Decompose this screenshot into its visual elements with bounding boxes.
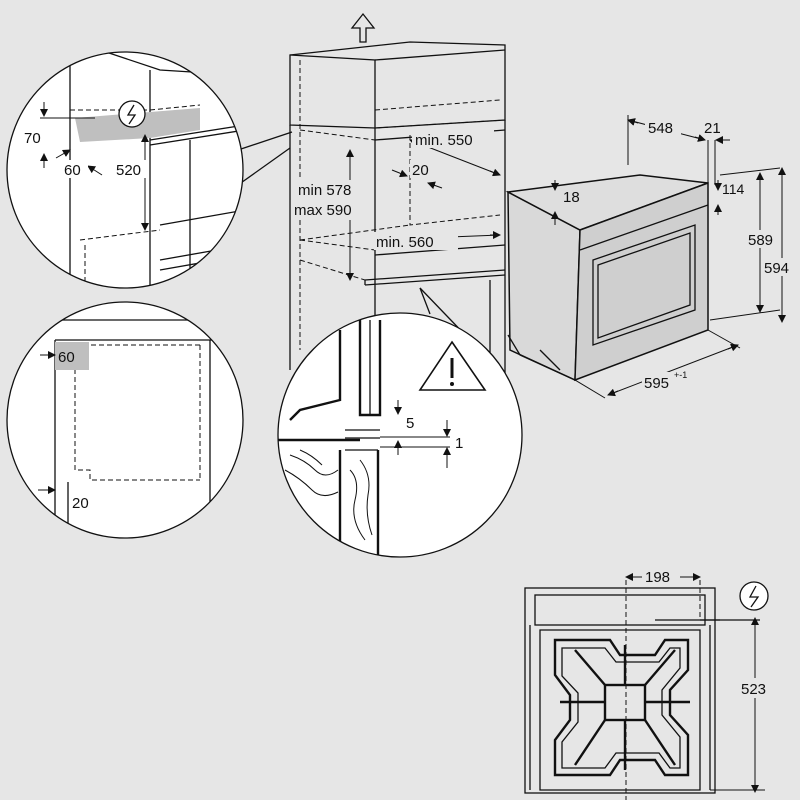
oven-drawing <box>505 174 709 382</box>
detail-circle-top: 70 60 520 <box>6 51 244 289</box>
cabinet-dimensions: min. 550 20 min 578 max 590 min. 560 <box>294 130 501 281</box>
electrical-connection-icon <box>118 100 146 128</box>
dim-60-lower-label: 60 <box>58 349 75 366</box>
depth-20-label: 20 <box>412 162 429 179</box>
hob-top-view: 198 523 <box>524 567 776 800</box>
dim-60-top-label: 60 <box>64 162 81 179</box>
min-550-label: min. 550 <box>415 132 473 149</box>
oven-21-label: 21 <box>704 120 721 137</box>
hob-198-label: 198 <box>645 569 670 586</box>
dim-70-label: 70 <box>24 130 41 147</box>
dim-20-lower-label: 20 <box>72 495 89 512</box>
hob-grate <box>553 638 690 777</box>
electrical-connection-icon <box>739 581 769 611</box>
min-560-label: min. 560 <box>376 234 434 251</box>
min-578-label: min 578 <box>298 182 351 199</box>
oven-18-label: 18 <box>563 189 580 206</box>
detail-circle-gap: 5 1 <box>277 312 523 558</box>
dim-520-label: 520 <box>116 162 141 179</box>
max-590-label: max 590 <box>294 202 352 219</box>
warning-icon <box>418 340 487 391</box>
gap-5-label: 5 <box>406 415 414 432</box>
oven-594-label: 594 <box>764 260 789 277</box>
oven-548-label: 548 <box>648 120 673 137</box>
arrow-up-icon <box>350 12 376 43</box>
oven-595-tolerance: +-1 <box>674 370 687 380</box>
detail-circle-side: 60 20 <box>6 301 244 539</box>
oven-595-label: 595 <box>644 375 669 392</box>
hob-523-label: 523 <box>741 681 766 698</box>
oven-dimensions: 548 21 18 114 589 594 595 +-1 <box>551 115 796 399</box>
oven-114-label: 114 <box>722 181 745 197</box>
gap-1-label: 1 <box>455 435 463 452</box>
oven-589-label: 589 <box>748 232 773 249</box>
